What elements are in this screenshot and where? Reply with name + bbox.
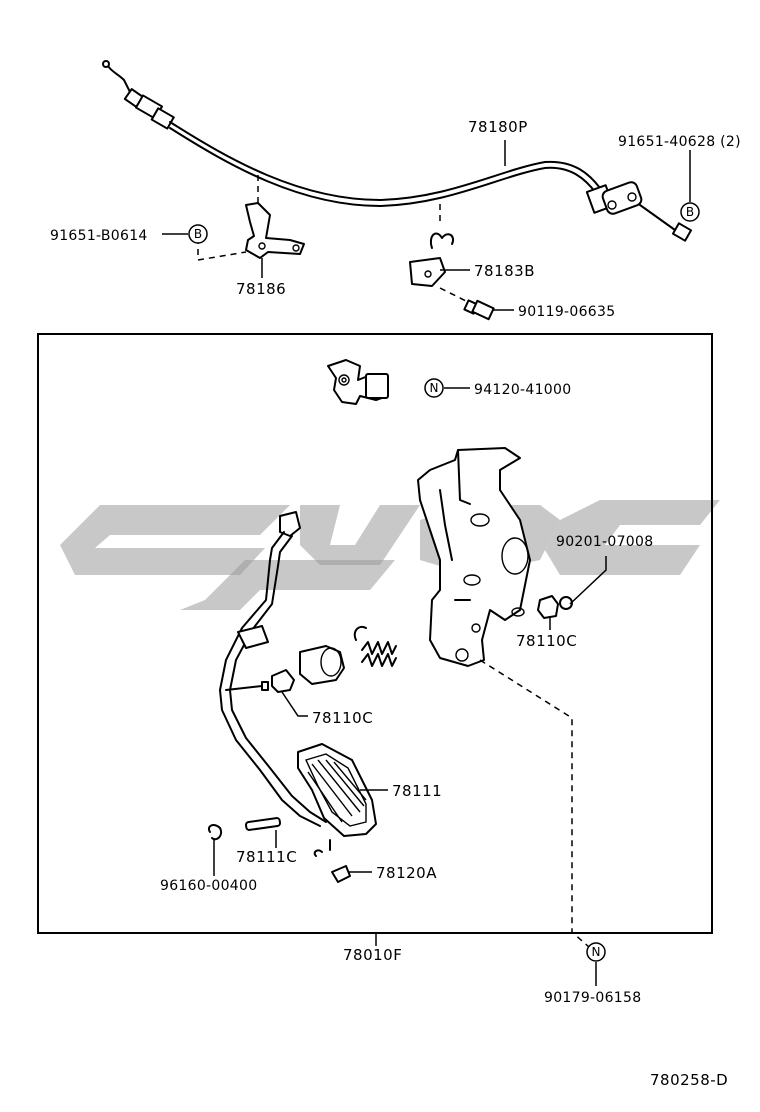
- label-78120A: 78120A: [376, 864, 437, 882]
- bushing-right: [537, 595, 573, 619]
- svg-text:N: N: [430, 381, 439, 395]
- label-78111C: 78111C: [236, 848, 297, 866]
- diagram-code: 780258-D: [650, 1071, 728, 1089]
- label-94120-41000: 94120-41000: [474, 382, 571, 398]
- return-spring: [353, 626, 397, 667]
- pedal-pad: [297, 743, 377, 837]
- symbol-n-bottom: N: [586, 942, 606, 962]
- pedal-arm: [219, 511, 327, 827]
- label-78110C-right: 78110C: [516, 632, 577, 650]
- assembly-frame: [37, 333, 713, 934]
- bushing-left: [271, 645, 345, 693]
- label-78010F: 78010F: [343, 946, 402, 964]
- label-91651-40628: 91651-40628 (2): [618, 134, 741, 150]
- label-78110C-left: 78110C: [312, 709, 373, 727]
- label-78183B: 78183B: [474, 262, 535, 280]
- bracket-78183B: [409, 204, 469, 303]
- pedal-bracket: [417, 447, 531, 667]
- pin-78111C: [244, 817, 282, 831]
- symbol-b-right: B: [680, 202, 700, 222]
- label-96160-00400: 96160-00400: [160, 878, 257, 894]
- leader-lines: [162, 140, 691, 986]
- bracket-78186: [245, 175, 305, 259]
- watermark: [60, 500, 720, 610]
- svg-text:B: B: [194, 227, 202, 241]
- symbol-b-left: B: [188, 224, 208, 244]
- bolt-90119-06635: [463, 299, 495, 321]
- label-78180P: 78180P: [468, 118, 528, 136]
- svg-text:N: N: [592, 945, 601, 959]
- svg-text:B: B: [686, 205, 694, 219]
- symbol-n-top: N: [424, 378, 444, 398]
- label-78111: 78111: [392, 782, 442, 800]
- label-78186: 78186: [236, 280, 286, 298]
- label-90179-06158: 90179-06158: [544, 990, 641, 1006]
- accelerator-cable: [102, 60, 693, 242]
- stop-switch: [327, 359, 389, 405]
- label-91651-B0614: 91651-B0614: [50, 228, 148, 244]
- spring-78120A: [313, 839, 351, 883]
- label-90119-06635: 90119-06635: [518, 304, 615, 320]
- clip-96160: [208, 824, 222, 841]
- label-90201-07008: 90201-07008: [556, 534, 653, 550]
